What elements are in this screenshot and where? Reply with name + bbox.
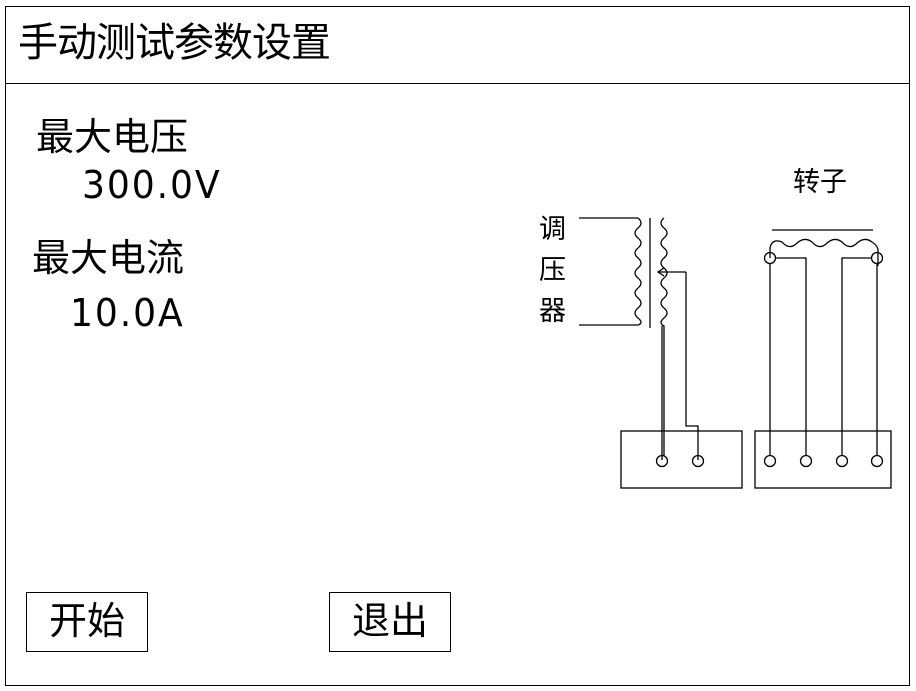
- rotor-label: 转子: [793, 167, 847, 198]
- window-frame: [5, 6, 910, 686]
- header-bar: [5, 6, 910, 84]
- max-voltage-label: 最大电压: [36, 115, 189, 159]
- secondary-coil: [660, 217, 668, 456]
- rotor-wire-3: [841, 257, 872, 455]
- regulator-label-1: 调: [539, 214, 566, 245]
- primary-coil: [634, 217, 642, 326]
- start-button[interactable]: 开始: [26, 592, 148, 652]
- regulator-terminal-box: [620, 430, 743, 489]
- rotor-terminal-4: [870, 454, 884, 468]
- rotor-winding: [769, 238, 879, 266]
- max-voltage-value[interactable]: 300.0V: [82, 163, 222, 207]
- max-current-value[interactable]: 10.0A: [70, 291, 185, 335]
- wiper-wire: [658, 271, 699, 460]
- wiper-arrowhead: [656, 267, 665, 277]
- page-title: 手动测试参数设置: [18, 20, 331, 66]
- rotor-terminal-1: [763, 454, 777, 468]
- regulator-label-3: 器: [539, 296, 566, 327]
- rotor-terminal-3: [835, 454, 849, 468]
- rotor-wire-2: [775, 257, 807, 455]
- regulator-label-2: 压: [539, 255, 566, 286]
- max-current-label: 最大电流: [32, 236, 185, 280]
- rotor-terminal-box: [754, 430, 892, 489]
- rotor-node-right: [870, 251, 884, 265]
- exit-button[interactable]: 退出: [329, 592, 451, 652]
- terminal-1: [655, 454, 669, 468]
- terminal-2: [691, 454, 705, 468]
- rotor-terminal-2: [799, 454, 813, 468]
